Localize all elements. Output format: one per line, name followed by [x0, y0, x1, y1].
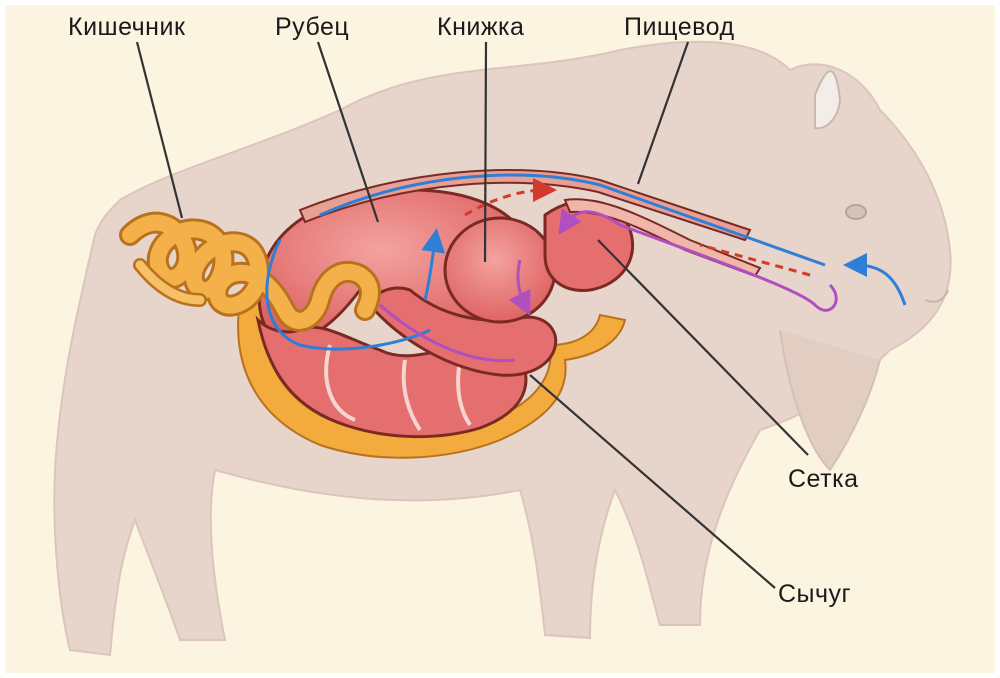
leader-line-omasum [485, 42, 486, 262]
label-intestine: Кишечник [68, 13, 185, 42]
label-reticulum: Сетка [788, 465, 858, 494]
label-abomasum: Сычуг [778, 580, 851, 609]
label-esophagus: Пищевод [624, 13, 735, 42]
label-rumen: Рубец [275, 13, 349, 42]
label-omasum: Книжка [437, 13, 524, 42]
omasum [445, 218, 555, 322]
